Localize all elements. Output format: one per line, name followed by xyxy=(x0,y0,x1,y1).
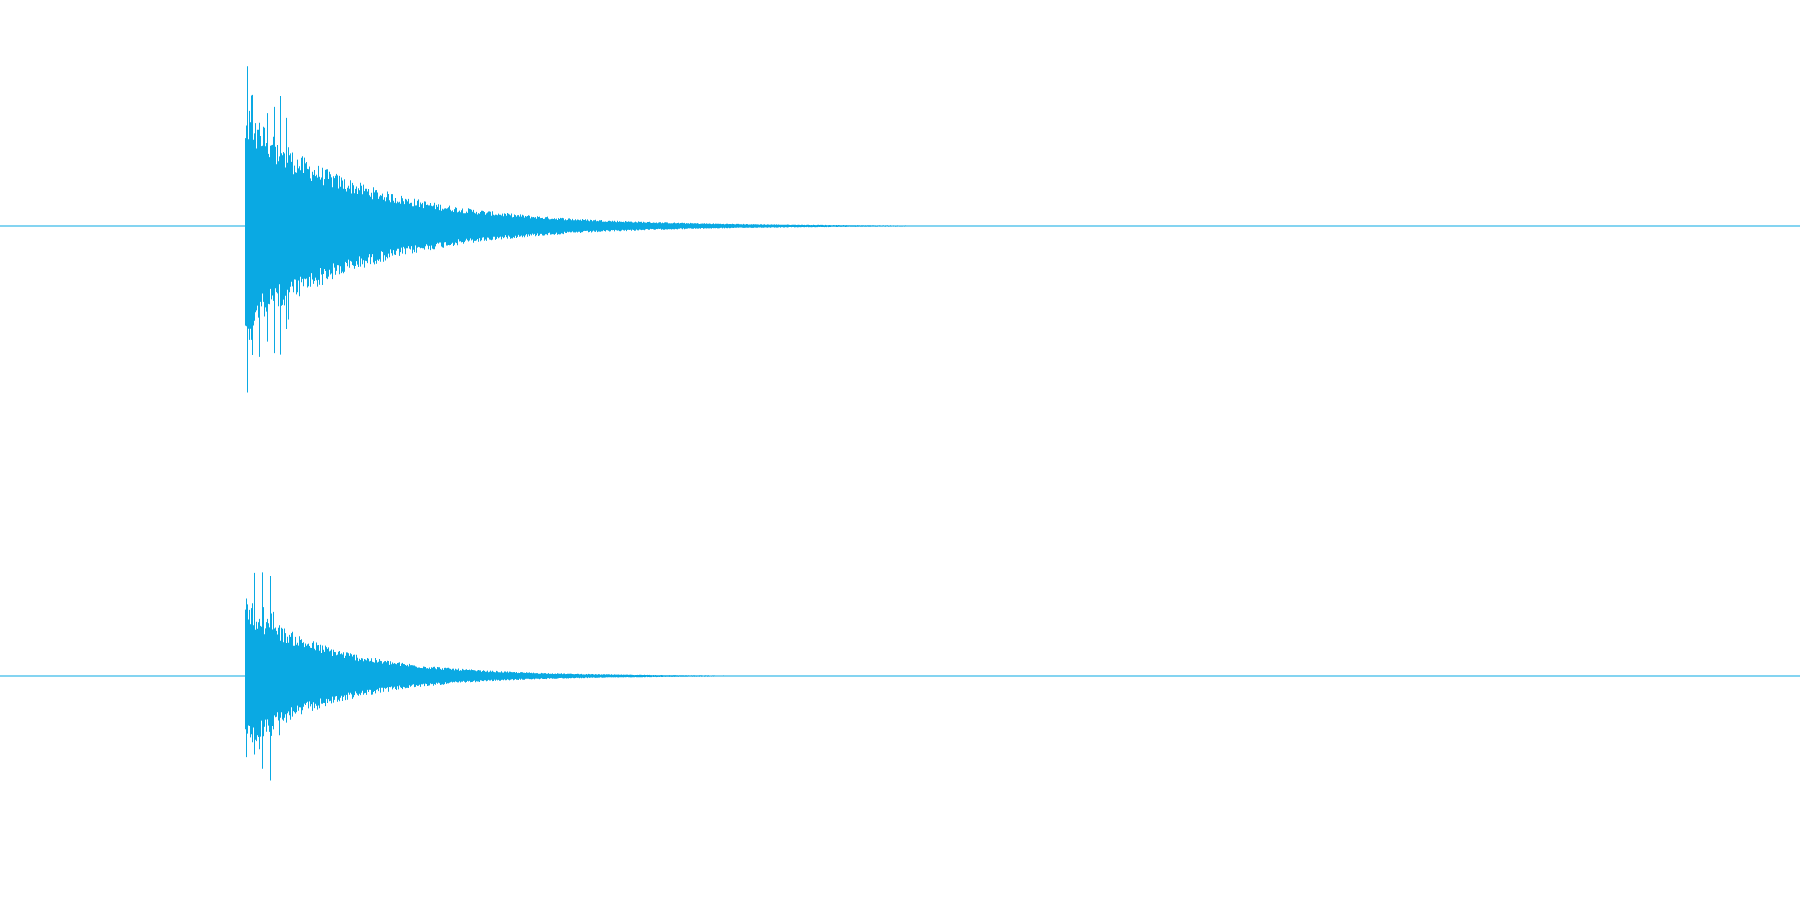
channel-waveform-trace xyxy=(245,66,1018,393)
channel-1-waveform xyxy=(0,66,1800,393)
channel-waveform-trace xyxy=(245,572,829,781)
channel-2-waveform xyxy=(0,572,1800,781)
